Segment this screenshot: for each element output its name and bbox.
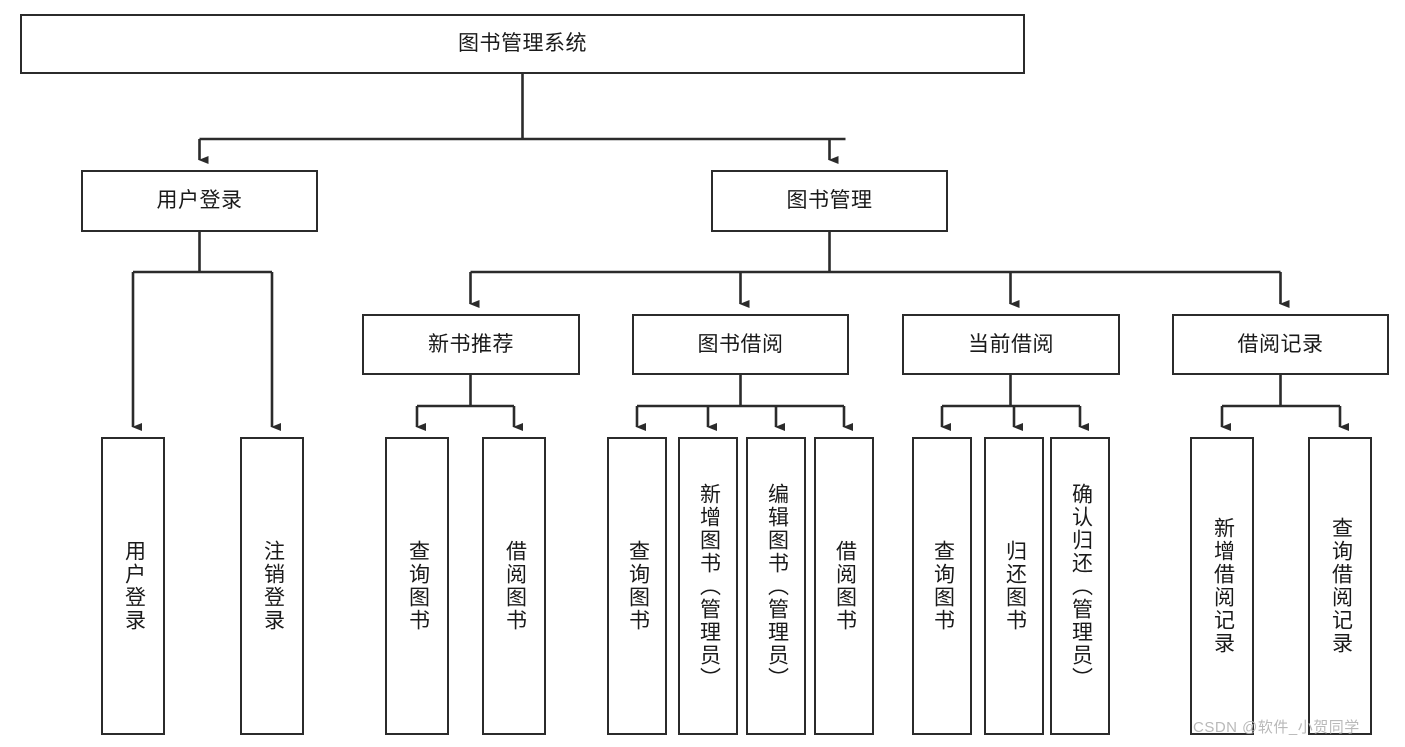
node-current-borrow[interactable]: 当前借阅 — [902, 314, 1120, 375]
node-leaf-query-record[interactable]: 查询借阅记录 — [1308, 437, 1372, 735]
node-leaf-edit-book[interactable]: 编辑图书（管理员） — [746, 437, 806, 735]
node-leaf-query-book-rec-label: 查询图书 — [406, 540, 430, 632]
node-leaf-return-book[interactable]: 归还图书 — [984, 437, 1044, 735]
node-new-book-rec[interactable]: 新书推荐 — [362, 314, 580, 375]
node-user-login[interactable]: 用户登录 — [81, 170, 318, 232]
node-book-manage-label: 图书管理 — [786, 189, 873, 213]
node-leaf-query-book-rec[interactable]: 查询图书 — [385, 437, 449, 735]
node-root[interactable]: 图书管理系统 — [20, 14, 1025, 74]
node-book-borrow[interactable]: 图书借阅 — [632, 314, 849, 375]
node-borrow-record[interactable]: 借阅记录 — [1172, 314, 1389, 375]
node-book-manage[interactable]: 图书管理 — [711, 170, 948, 232]
node-leaf-borrow-book[interactable]: 借阅图书 — [814, 437, 874, 735]
node-leaf-user-login[interactable]: 用户登录 — [101, 437, 165, 735]
node-current-borrow-label: 当前借阅 — [968, 332, 1054, 356]
node-leaf-add-book[interactable]: 新增图书（管理员） — [678, 437, 738, 735]
node-leaf-user-login-label: 用户登录 — [122, 540, 146, 632]
node-user-login-label: 用户登录 — [156, 189, 243, 213]
node-leaf-add-record-label: 新增借阅记录 — [1211, 517, 1235, 655]
node-leaf-query-book-borrow[interactable]: 查询图书 — [607, 437, 667, 735]
csdn-watermark: CSDN @软件_小贺同学 — [1193, 719, 1360, 736]
node-leaf-logout[interactable]: 注销登录 — [240, 437, 304, 735]
node-book-borrow-label: 图书借阅 — [697, 332, 784, 356]
node-leaf-query-book-current-label: 查询图书 — [931, 540, 955, 632]
node-leaf-edit-book-label: 编辑图书（管理员） — [765, 482, 789, 690]
node-leaf-query-book-current[interactable]: 查询图书 — [912, 437, 972, 735]
node-leaf-query-record-label: 查询借阅记录 — [1329, 517, 1353, 655]
node-borrow-record-label: 借阅记录 — [1237, 332, 1324, 356]
node-leaf-add-record[interactable]: 新增借阅记录 — [1190, 437, 1254, 735]
node-leaf-logout-label: 注销登录 — [261, 540, 285, 632]
node-leaf-borrow-book-label: 借阅图书 — [833, 540, 857, 632]
node-leaf-return-book-label: 归还图书 — [1003, 540, 1027, 632]
node-leaf-borrow-book-rec[interactable]: 借阅图书 — [482, 437, 546, 735]
node-leaf-query-book-borrow-label: 查询图书 — [626, 540, 650, 632]
node-leaf-borrow-book-rec-label: 借阅图书 — [503, 540, 527, 632]
node-leaf-confirm-return[interactable]: 确认归还（管理员） — [1050, 437, 1110, 735]
node-leaf-confirm-return-label: 确认归还（管理员） — [1069, 482, 1093, 690]
node-new-book-rec-label: 新书推荐 — [428, 332, 514, 356]
node-leaf-add-book-label: 新增图书（管理员） — [697, 482, 721, 690]
node-root-label: 图书管理系统 — [458, 32, 587, 56]
